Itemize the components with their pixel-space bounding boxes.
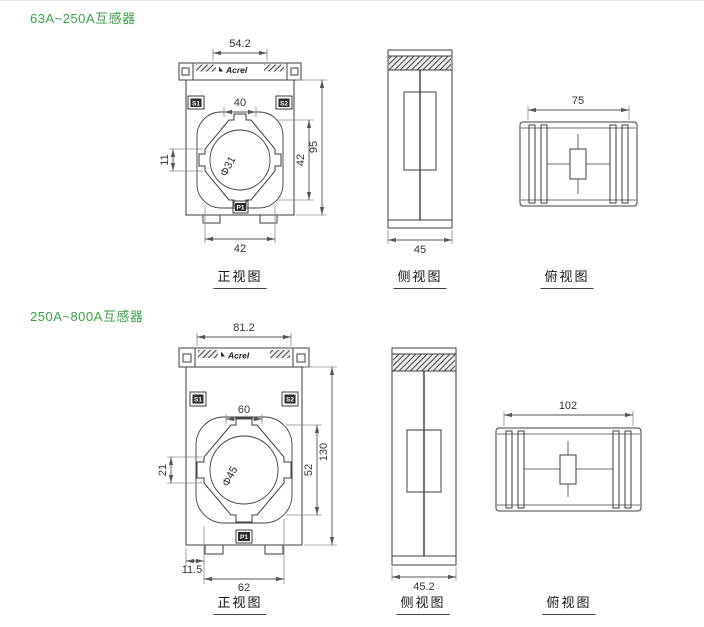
foot-right	[264, 544, 284, 555]
p1-label: P1	[240, 534, 248, 541]
dim-body-height: 130	[318, 443, 330, 461]
dim-depth: 45.2	[413, 581, 434, 593]
dim-foot-offset: 11.5	[182, 564, 203, 576]
foot-left	[202, 214, 221, 224]
dim-aperture: Φ45	[220, 464, 240, 488]
brand-text: Acrel	[227, 351, 250, 361]
dim-aperture: Φ31	[218, 154, 238, 178]
terminal-s2-box	[275, 95, 293, 110]
dim-top-width: 54.2	[229, 38, 250, 50]
side-view-250a-dims: 45.2	[391, 567, 457, 593]
dim-bottom-width: 42	[234, 243, 246, 255]
dim-top-view-width: 102	[559, 400, 577, 412]
aperture-circle	[209, 435, 279, 505]
acrel-logo-icon	[221, 351, 225, 357]
terminal-s2-label: S2	[286, 397, 294, 404]
top-divider	[0, 0, 704, 1]
section-1-title: 63A~250A互感器	[30, 11, 136, 26]
front-view-250a-dims: 81.2 60 Φ45 52 130 21 11.5 62	[157, 322, 337, 594]
side-view-63a-dims: 45	[387, 230, 453, 256]
slot-bar	[624, 430, 632, 509]
front-view-250a	[178, 347, 310, 555]
side-slot	[406, 429, 442, 493]
dim-window-top: 60	[238, 404, 250, 416]
mounting-hole-right	[290, 67, 299, 76]
side-slot	[403, 91, 437, 171]
dim-left: 11	[159, 154, 171, 165]
dim-top-view-width: 75	[572, 95, 584, 107]
section-2-title: 250A~800A互感器	[30, 309, 144, 324]
terminal-s1-label: S1	[194, 397, 202, 404]
side-view-1-label: 侧视图	[393, 266, 447, 289]
slot-bar	[517, 430, 525, 509]
top-view-63a-dims: 75	[527, 95, 630, 120]
terminal-s1-box	[187, 95, 205, 110]
brand-text: Acrel	[225, 65, 248, 75]
foot-right	[259, 214, 278, 224]
side-view-63a	[387, 49, 453, 229]
foot-left	[204, 544, 224, 555]
top-view-250a-dims: 102	[503, 400, 634, 426]
p1-label: P1	[237, 205, 245, 212]
dim-top-width: 81.2	[233, 322, 254, 334]
window-opening	[196, 417, 292, 523]
slot-bar	[540, 124, 548, 204]
side-view-250a	[391, 347, 457, 566]
slot-bar	[528, 124, 536, 204]
top-view-2-label: 俯视图	[542, 592, 596, 615]
transformer-body	[185, 79, 295, 216]
dim-depth: 45	[414, 244, 426, 256]
dim-window-height: 42	[295, 154, 307, 166]
dim-left: 21	[157, 464, 169, 476]
terminal-s2-box	[281, 391, 299, 407]
hatch-band	[393, 354, 455, 371]
p1-mark-box	[235, 529, 253, 544]
slot-bar	[505, 430, 513, 509]
front-view-63a	[178, 62, 302, 224]
slot-bar	[609, 124, 617, 204]
side-view-2-label: 侧视图	[396, 592, 450, 615]
slot-bar	[621, 124, 629, 204]
top-center-boss	[569, 148, 587, 180]
mounting-hole-left	[182, 353, 192, 363]
top-center-boss	[559, 454, 577, 485]
terminal-s1-box	[189, 391, 207, 407]
slot-bar	[612, 430, 620, 509]
front-view-2-label: 正视图	[213, 592, 267, 615]
top-view-1-label: 俯视图	[540, 266, 594, 289]
top-view-63a	[519, 121, 638, 207]
p1-mark-box	[232, 200, 249, 214]
acrel-logo-icon	[219, 66, 223, 72]
window-opening	[198, 113, 282, 207]
terminal-s2-label: S2	[280, 100, 288, 107]
mounting-hole-right	[296, 353, 306, 363]
dim-window-top: 40	[234, 97, 246, 109]
aperture-circle	[209, 129, 271, 191]
terminal-s1-label: S1	[192, 100, 200, 107]
hatch-band	[389, 56, 451, 70]
dim-bottom-width: 62	[238, 582, 250, 594]
top-view-250a	[495, 427, 642, 512]
front-view-1-label: 正视图	[213, 266, 267, 289]
dim-window-height: 52	[303, 464, 315, 476]
mounting-hole-left	[181, 67, 190, 76]
dim-body-height: 95	[308, 141, 320, 153]
transformer-body	[185, 366, 303, 546]
